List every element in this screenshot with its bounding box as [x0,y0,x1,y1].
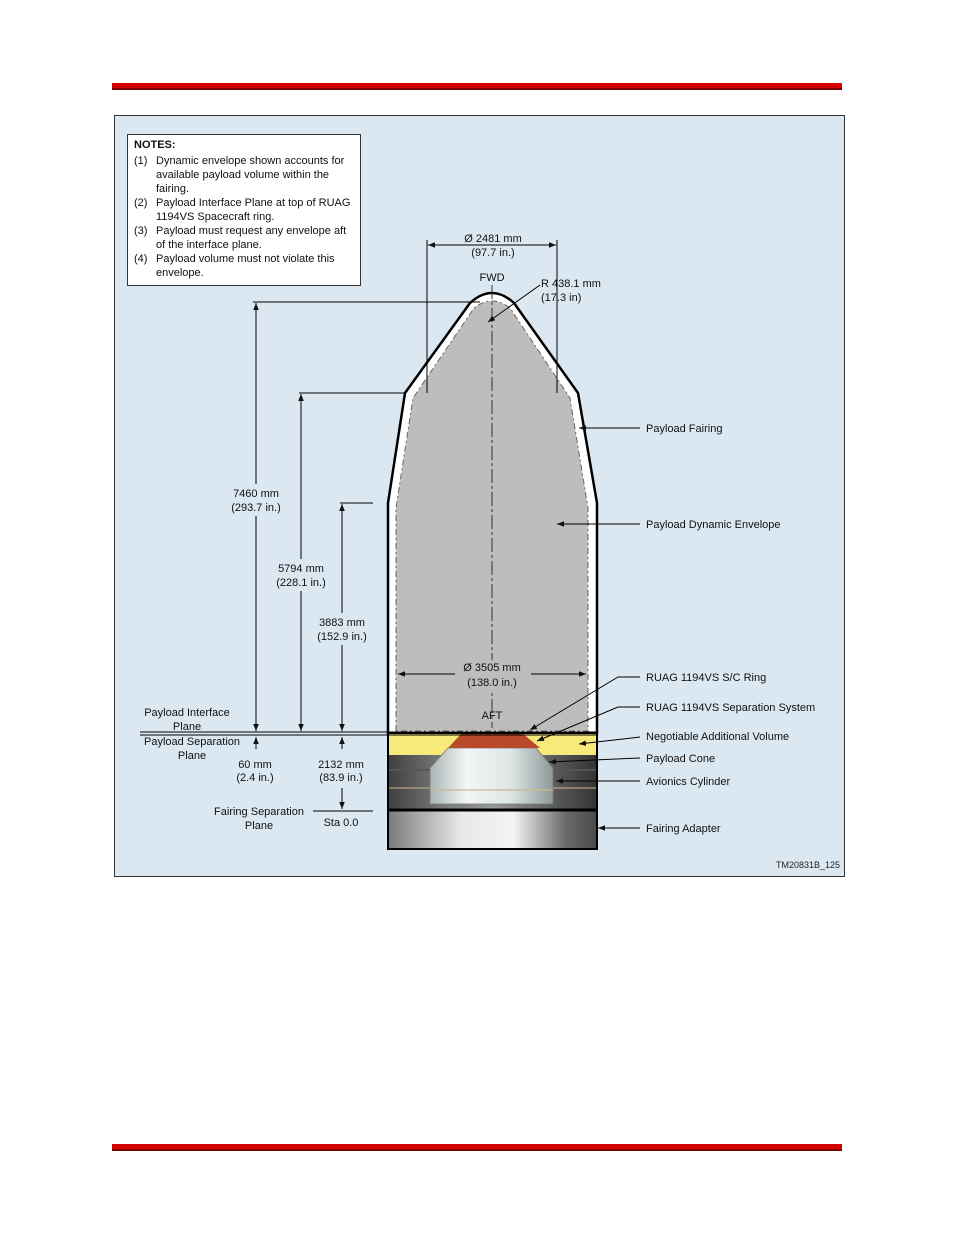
sc-ring-leader [529,676,640,731]
dynamic-envelope-callout: Payload Dynamic Envelope [646,519,781,531]
radius-in-label: (17.3 in) [541,292,581,304]
payload-fairing-callout: Payload Fairing [646,423,722,435]
dim-3883-label: 3883 mm [319,617,365,629]
dim-3883-in-label: (152.9 in.) [317,631,367,643]
dim-7460-label: 7460 mm [233,488,279,500]
base-diameter-label: Ø 3505 mm [463,662,520,674]
bottom-red-rule [112,1144,842,1151]
fairing-sep-plane-label-2: Plane [245,820,273,832]
sc-ring-callout: RUAG 1194VS S/C Ring [646,672,766,684]
dim-60-label: 60 mm [238,759,272,771]
aft-label: AFT [482,710,503,722]
negotiable-volume-callout: Negotiable Additional Volume [646,731,789,743]
dim-7460-in-label: (293.7 in.) [231,502,281,514]
dim-5794-label: 5794 mm [278,563,324,575]
radius-label: R 438.1 mm [541,278,601,290]
note-item: (1) Dynamic envelope shown accounts for … [134,155,345,195]
fairing-adapter-shape [388,810,597,849]
sep-system-leader [536,706,640,742]
interface-plane-label-1: Payload Interface [144,707,230,719]
base-diameter-in-label: (138.0 in.) [467,677,517,689]
dim-60-in-label: (2.4 in.) [236,772,273,784]
payload-cone-callout: Payload Cone [646,753,715,765]
payload-cone-leader [548,757,641,765]
top-red-rule [112,83,842,90]
negotiable-volume-leader [578,736,641,746]
sep-system-callout: RUAG 1194VS Separation System [646,702,815,714]
dim-2132-in-label: (83.9 in.) [319,772,362,784]
dim-2132-label: 2132 mm [318,759,364,771]
separation-plane-label-2: Plane [178,750,206,762]
notes-header: NOTES: [134,139,176,151]
radius-leader [487,284,541,323]
payload-cone-shape [429,747,554,805]
top-diameter-in-label: (97.7 in.) [471,247,514,259]
separation-system-shape [448,733,540,748]
figure-id: TM20831B_125 [776,860,841,870]
fairing-sep-plane-label-1: Fairing Separation [214,806,304,818]
notes-box: NOTES: (1) Dynamic envelope shown accoun… [127,134,361,286]
dim-5794-in-label: (228.1 in.) [276,577,326,589]
note-item: (4) Payload volume must not violate this… [134,253,335,279]
avionics-cylinder-callout: Avionics Cylinder [646,776,731,788]
top-diameter-label: Ø 2481 mm [464,233,521,245]
fwd-label: FWD [479,272,504,284]
note-item: (3) Payload must request any envelope af… [134,225,347,251]
interface-plane-label-2: Plane [173,721,201,733]
separation-plane-label-1: Payload Separation [144,736,240,748]
fairing-adapter-callout: Fairing Adapter [646,823,721,835]
sta-label: Sta 0.0 [324,817,359,829]
note-item: (2) Payload Interface Plane at top of RU… [134,197,351,223]
